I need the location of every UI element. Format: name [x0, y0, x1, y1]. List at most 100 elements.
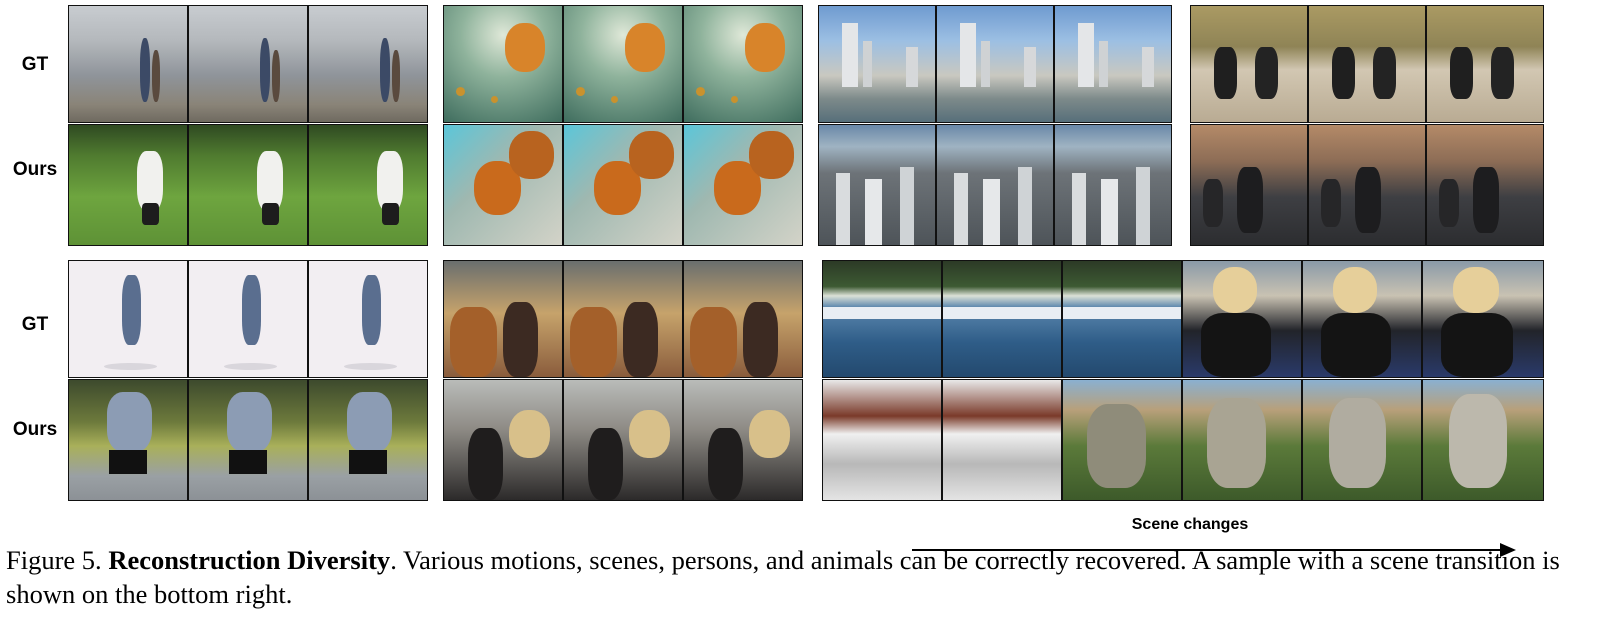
scene-changes-arrow: [912, 549, 1504, 551]
scene-element: [508, 410, 551, 458]
scene-element: [362, 274, 381, 345]
scene-element: [1449, 394, 1507, 488]
scene-element: [379, 38, 391, 103]
thumbnail-dancer-park: [188, 379, 308, 501]
scene-element: [1018, 167, 1033, 245]
scene-element: [242, 274, 261, 345]
thumbnail-city-harbor: [1054, 5, 1172, 123]
scene-element: [1438, 179, 1460, 227]
thumbnail-crowd-people: [683, 379, 803, 501]
scene-element: [142, 203, 159, 225]
thumbnail-motorcycles: [1426, 5, 1544, 123]
scene-element: [1136, 167, 1151, 245]
scene-element: [745, 23, 786, 73]
caption-body: . Various motions, scenes, persons, and …: [6, 545, 1560, 609]
thumbnail-runners-beach: [68, 5, 188, 123]
thumbnail-coral: [683, 124, 803, 246]
scene-element: [271, 50, 280, 103]
scene-element: [943, 307, 1061, 319]
scene-element: [382, 203, 399, 225]
thumbnail-man-seated: [1182, 379, 1302, 501]
scene-element: [695, 87, 706, 97]
thumbnail-man-running-field: [308, 124, 428, 246]
scene-element: [377, 151, 404, 212]
thumbnail-crowd-street: [563, 260, 683, 378]
scene-element: [1024, 46, 1036, 88]
thumbnail-motorcycles: [1308, 5, 1426, 123]
scene-element: [1202, 179, 1224, 227]
thumbnail-coral: [563, 124, 683, 246]
scene-element: [569, 307, 618, 377]
scene-element: [259, 38, 271, 103]
scene-element: [1063, 307, 1181, 319]
thumbnail-aerial-skyscrapers: [936, 124, 1054, 246]
thumbnail-jellyfish: [683, 5, 803, 123]
scene-element: [226, 392, 272, 452]
scene-element: [257, 151, 284, 212]
scene-element: [455, 87, 466, 97]
thumbnail-waterfall: [822, 379, 942, 501]
scene-element: [1142, 46, 1154, 88]
scene-element: [981, 40, 991, 88]
scene-element: [587, 428, 623, 500]
thumbnail-waterfall: [942, 379, 1062, 501]
scene-element: [1372, 46, 1396, 99]
thumbnail-dancer-white: [68, 260, 188, 378]
scene-element: [707, 428, 743, 500]
scene-element: [151, 50, 160, 103]
thumbnail-aerial-skyscrapers: [818, 124, 936, 246]
scene-element: [109, 449, 147, 474]
caption-prefix: Figure 5.: [6, 545, 109, 575]
scene-element: [1332, 46, 1356, 99]
scene-element: [1099, 40, 1109, 88]
scene-element: [900, 167, 915, 245]
scene-element: [1332, 266, 1378, 314]
scene-element: [139, 38, 151, 103]
scene-element: [842, 23, 859, 88]
thumbnail-man-seated: [1062, 379, 1182, 501]
scene-element: [1453, 266, 1499, 314]
thumbnail-coral: [443, 124, 563, 246]
thumbnail-man-running-field: [68, 124, 188, 246]
thumbnail-runners-beach: [188, 5, 308, 123]
scene-element: [960, 23, 977, 88]
scene-element: [983, 179, 1000, 245]
scene-element: [863, 40, 873, 88]
scene-element: [865, 179, 882, 245]
scene-element: [731, 96, 739, 104]
thumbnail-ocean-waves: [1062, 260, 1182, 378]
scene-element: [229, 449, 267, 474]
scene-element: [823, 307, 941, 319]
thumbnail-dancer-white: [308, 260, 428, 378]
scene-element: [449, 307, 498, 377]
scene-element: [1212, 266, 1258, 314]
scene-element: [1320, 313, 1392, 377]
scene-element: [1355, 167, 1381, 233]
thumbnail-woman-speaking: [1182, 260, 1302, 378]
thumbnail-dancer-park: [68, 379, 188, 501]
scene-element: [1200, 313, 1272, 377]
scene-element: [467, 428, 503, 500]
scene-element: [344, 363, 398, 371]
scene-element: [689, 307, 738, 377]
thumbnail-motorcycles: [1190, 5, 1308, 123]
row-label-gt: GT: [21, 54, 49, 75]
scene-element: [743, 301, 779, 377]
thumbnail-man-seated: [1302, 379, 1422, 501]
scene-element: [1206, 398, 1266, 488]
scene-element: [104, 363, 158, 371]
scene-element: [1450, 46, 1474, 99]
scene-element: [575, 87, 586, 97]
row-label-ours: Ours: [12, 419, 58, 440]
scene-element: [491, 96, 499, 104]
scene-element: [508, 131, 554, 179]
scene-element: [954, 173, 969, 245]
arrow-head-icon: [1500, 543, 1516, 557]
scene-element: [106, 392, 152, 452]
scene-element: [748, 131, 794, 179]
scene-element: [1490, 46, 1514, 99]
scene-element: [349, 449, 387, 474]
thumbnail-crowd-street: [443, 260, 563, 378]
row-label-ours: Ours: [12, 159, 58, 180]
scene-element: [625, 23, 666, 73]
